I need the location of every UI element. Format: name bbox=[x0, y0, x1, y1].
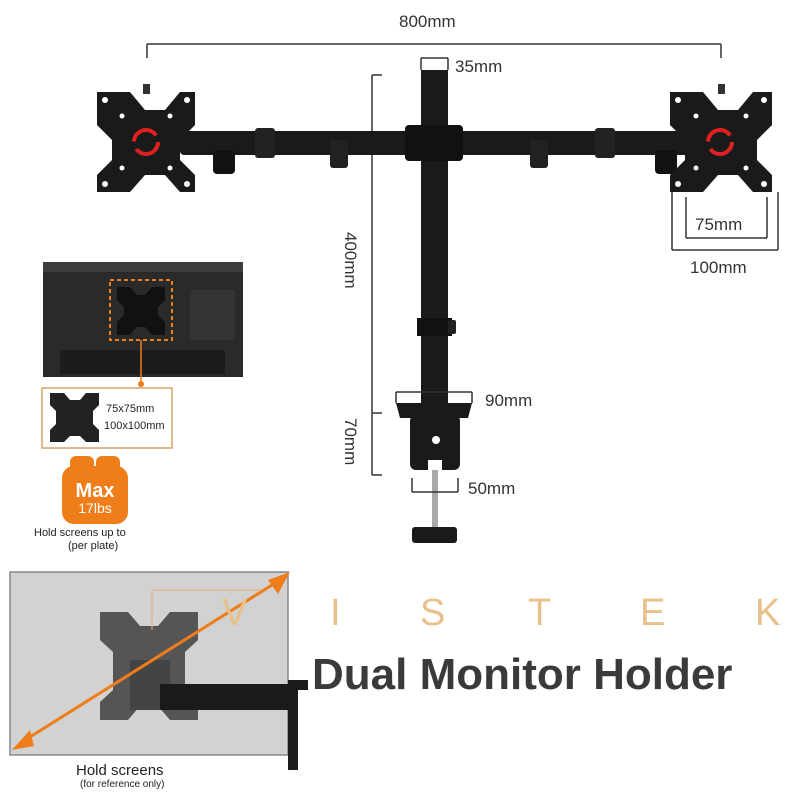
brand-letter-e: E bbox=[640, 592, 666, 634]
support-pole bbox=[421, 70, 448, 410]
vesa-plate-icon bbox=[50, 393, 99, 442]
brand-letter-k: K bbox=[755, 592, 781, 634]
vesa-dimension-brackets bbox=[671, 192, 779, 251]
dim-vesa-small-label: 75mm bbox=[695, 215, 743, 234]
reference-photo bbox=[9, 571, 308, 770]
hold-note-line2: (per plate) bbox=[68, 540, 119, 552]
dim-clamp-height-label: 70mm bbox=[341, 418, 360, 466]
product-title: Dual Monitor Holder bbox=[312, 650, 733, 699]
dim-vesa-large-label: 100mm bbox=[690, 258, 747, 277]
pole-diameter-bracket bbox=[420, 57, 449, 70]
brand-letter-t: T bbox=[528, 592, 552, 634]
vesa-size-line1: 75x75mm bbox=[106, 403, 155, 415]
dim-pole-diameter-label: 35mm bbox=[455, 57, 503, 76]
dim-width-label: 800mm bbox=[399, 12, 456, 31]
brand-letter-i: I bbox=[330, 592, 341, 634]
base-width-bracket bbox=[395, 391, 473, 403]
caption-line1: Hold screens bbox=[76, 762, 164, 779]
badge-max-label: Max bbox=[75, 480, 115, 502]
width-dimension-line bbox=[146, 43, 722, 58]
dim-clamp-opening-label: 50mm bbox=[468, 479, 516, 498]
brand-letter-v: V bbox=[222, 592, 248, 634]
dim-base-width-label: 90mm bbox=[485, 391, 533, 410]
dim-pole-height-label: 400mm bbox=[341, 232, 360, 289]
hold-note-line1: Hold screens up to bbox=[34, 527, 126, 539]
left-vesa-plate bbox=[97, 84, 195, 192]
vesa-size-line2: 100x100mm bbox=[104, 420, 165, 432]
brand-letter-s: S bbox=[420, 592, 446, 634]
max-weight-badge: Max 17lbs bbox=[62, 456, 128, 524]
desk-clamp bbox=[396, 403, 472, 543]
badge-weight-label: 17lbs bbox=[78, 500, 112, 516]
right-vesa-plate bbox=[670, 84, 772, 192]
caption-line2: (for reference only) bbox=[80, 779, 165, 790]
monitor-arms bbox=[180, 125, 695, 174]
clamp-opening-bracket bbox=[411, 478, 459, 493]
diagonal-size-arrow bbox=[12, 572, 290, 750]
tv-back-image bbox=[43, 262, 243, 387]
